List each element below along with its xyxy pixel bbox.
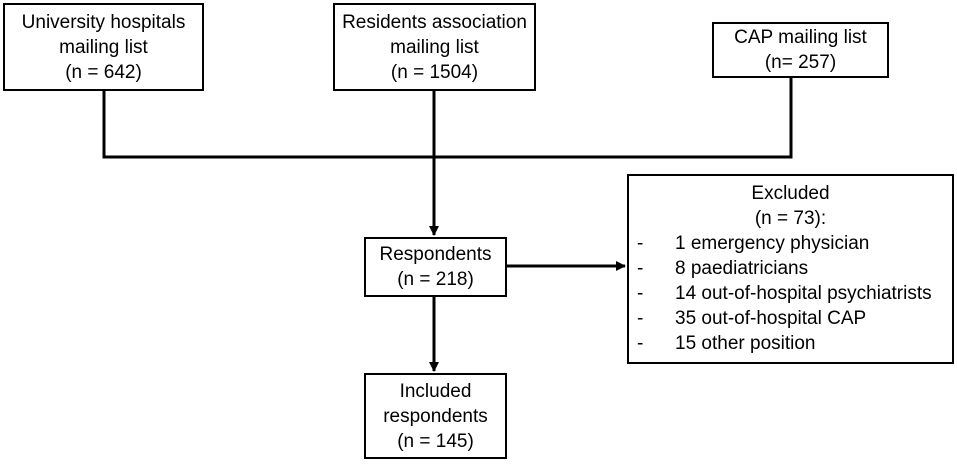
source-label-line: mailing list [59, 36, 148, 58]
included-count: (n = 145) [397, 430, 474, 452]
respondents-label: Respondents [379, 244, 492, 265]
list-dash: - [637, 283, 644, 304]
residents-association-box: Residents association mailing list (n = … [333, 3, 536, 91]
excluded-label: Excluded [751, 183, 830, 204]
list-dash: - [637, 233, 644, 254]
source-count: (n = 1504) [390, 61, 479, 83]
source-label-line: University hospitals [21, 11, 186, 33]
list-item-text: 14 out-of-hospital psychiatrists [675, 283, 932, 304]
list-item: - 14 out-of-hospital psychiatrists [629, 281, 952, 306]
source-label-line: CAP mailing list [734, 27, 867, 48]
list-item: - 35 out-of-hospital CAP [629, 306, 952, 331]
university-hospitals-box: University hospitals mailing list (n = 6… [3, 3, 204, 91]
included-respondents-box: Included respondents (n = 145) [364, 373, 507, 459]
source-label-line: mailing list [390, 36, 479, 58]
list-dash: - [637, 308, 644, 329]
list-item: - 1 emergency physician [629, 231, 952, 256]
included-label-line: respondents [383, 405, 488, 427]
list-dash: - [637, 333, 644, 354]
cap-mailing-list-box: CAP mailing list (n= 257) [712, 22, 889, 78]
list-item-text: 8 paediatricians [675, 258, 809, 279]
list-item-text: 35 out-of-hospital CAP [675, 308, 867, 329]
list-dash: - [637, 258, 644, 279]
respondents-count: (n = 218) [397, 269, 474, 290]
list-item-text: 1 emergency physician [675, 233, 870, 254]
merge-line [102, 78, 793, 159]
source-count: (n= 257) [764, 52, 837, 73]
excluded-box: Excluded (n = 73): - 1 emergency physici… [627, 174, 954, 364]
excluded-count: (n = 73): [754, 208, 827, 229]
list-item-text: 15 other position [675, 333, 816, 354]
source-count: (n = 642) [65, 61, 142, 83]
source-label-line: Residents association [342, 11, 527, 33]
list-item: - 15 other position [629, 331, 952, 356]
excluded-list: - 1 emergency physician - 8 paediatricia… [629, 231, 952, 356]
list-item: - 8 paediatricians [629, 256, 952, 281]
respondents-box: Respondents (n = 218) [364, 237, 507, 297]
included-label-line: Included [399, 380, 472, 402]
